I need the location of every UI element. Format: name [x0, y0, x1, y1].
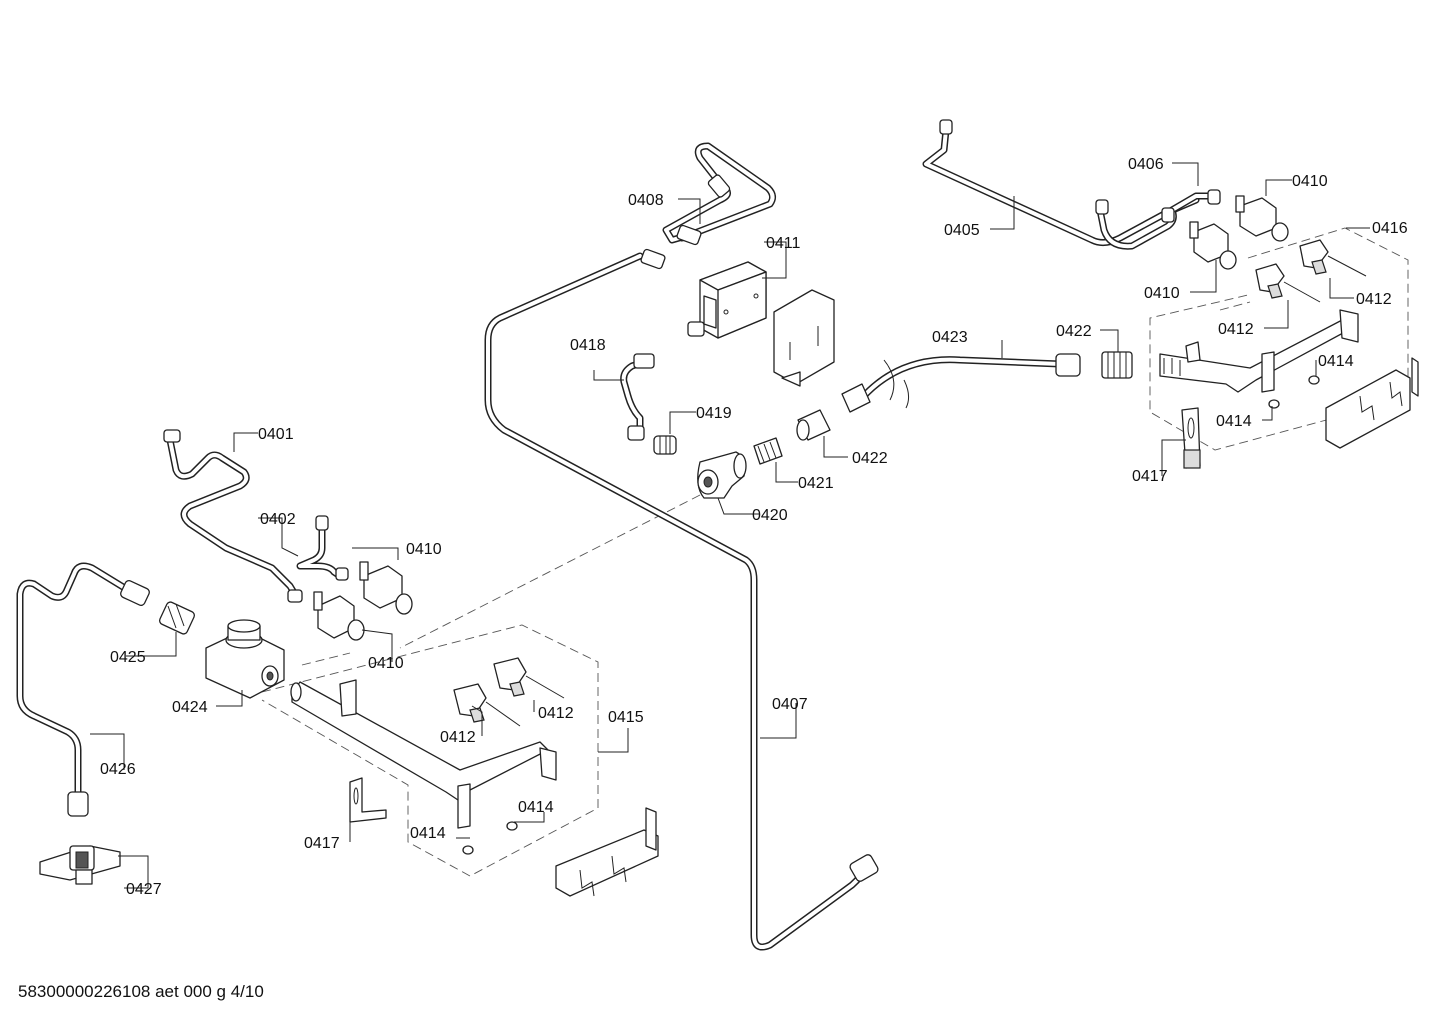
part-0411-valve-box	[687, 261, 767, 339]
callout-0414: 0414	[1318, 353, 1354, 370]
pipe-0405	[922, 126, 1200, 247]
callout-0412: 0412	[1218, 321, 1254, 338]
callout-0401: 0401	[258, 426, 294, 443]
callout-0417: 0417	[1132, 468, 1168, 485]
callout-labels: 0401 0402 0410 0410 0425 0424 0426 0427 …	[100, 156, 1408, 898]
part-0421-nipple	[753, 437, 783, 465]
part-0414-screws	[462, 375, 1320, 855]
fittings-0418	[627, 353, 655, 441]
pipe-0407	[484, 252, 870, 951]
callout-0422: 0422	[1056, 323, 1092, 340]
callout-0406: 0406	[1128, 156, 1164, 173]
callout-0422: 0422	[852, 450, 888, 467]
callout-0425: 0425	[110, 649, 146, 666]
callout-0412: 0412	[538, 705, 574, 722]
part-0412-injector-right-a	[1299, 239, 1367, 277]
part-0410-valve-right-top	[1235, 195, 1289, 242]
callout-0424: 0424	[172, 699, 208, 716]
part-0410-valve-right-bottom	[1189, 221, 1237, 270]
callout-0417: 0417	[304, 835, 340, 852]
callout-0412: 0412	[440, 729, 476, 746]
callout-0408: 0408	[628, 192, 664, 209]
callout-0423: 0423	[932, 329, 968, 346]
fitting-0407-end	[849, 854, 879, 882]
fittings-0426	[67, 580, 150, 817]
callout-0410: 0410	[1292, 173, 1328, 190]
callout-0415: 0415	[608, 709, 644, 726]
part-0424-regulator	[205, 619, 285, 699]
pipe-0418	[620, 356, 654, 438]
part-right-manifold	[1159, 309, 1359, 393]
callout-0410: 0410	[406, 541, 442, 558]
part-0412-injector-left-a	[493, 657, 565, 699]
fittings-0401-0402	[163, 119, 1221, 603]
callout-0421: 0421	[798, 475, 834, 492]
pipe-0402	[296, 524, 344, 580]
pipe-0401	[166, 436, 300, 600]
callout-0414: 0414	[1216, 413, 1252, 430]
document-code: 58300000226108 aet 000 g 4/10	[18, 982, 264, 1001]
part-0422-right-union	[1055, 351, 1133, 379]
part-0422-union	[796, 383, 871, 441]
part-left-manifold	[290, 679, 557, 829]
callout-0410: 0410	[368, 655, 404, 672]
part-0410-valve-left-bottom	[313, 591, 365, 641]
callout-0405: 0405	[944, 222, 980, 239]
part-0425-nipple	[158, 601, 196, 635]
callout-0416: 0416	[1372, 220, 1408, 237]
pipe-0408	[662, 142, 777, 244]
callout-0414: 0414	[410, 825, 446, 842]
part-bracket-center	[773, 289, 835, 387]
part-0410-valve-left-top	[359, 561, 413, 615]
callout-0414: 0414	[518, 799, 554, 816]
callout-0407: 0407	[772, 696, 808, 713]
pipe-0426	[16, 562, 132, 796]
part-0427-bracket	[39, 845, 121, 885]
part-left-bracket	[555, 807, 659, 897]
part-0412-injector-left-b	[453, 683, 521, 727]
fittings-0408	[640, 174, 731, 270]
callout-0426: 0426	[100, 761, 136, 778]
callout-0420: 0420	[752, 507, 788, 524]
pipes	[16, 126, 1218, 951]
callout-0412: 0412	[1356, 291, 1392, 308]
part-0417-left	[349, 777, 387, 823]
part-0417-right	[1181, 407, 1201, 469]
leader-lines	[90, 162, 1370, 889]
callout-0419: 0419	[696, 405, 732, 422]
parts	[39, 119, 1419, 897]
assembly-outlines	[261, 227, 1409, 877]
callout-0418: 0418	[570, 337, 606, 354]
part-0419-fitting	[653, 435, 677, 455]
part-0420-tee	[697, 451, 747, 499]
callout-0411: 0411	[766, 235, 801, 252]
callout-0427: 0427	[126, 881, 162, 898]
callout-0410: 0410	[1144, 285, 1180, 302]
callout-0402: 0402	[260, 511, 296, 528]
part-right-bracket	[1325, 357, 1419, 449]
pipe-0423	[858, 356, 1064, 409]
part-0412-injector-right-b	[1255, 263, 1321, 303]
